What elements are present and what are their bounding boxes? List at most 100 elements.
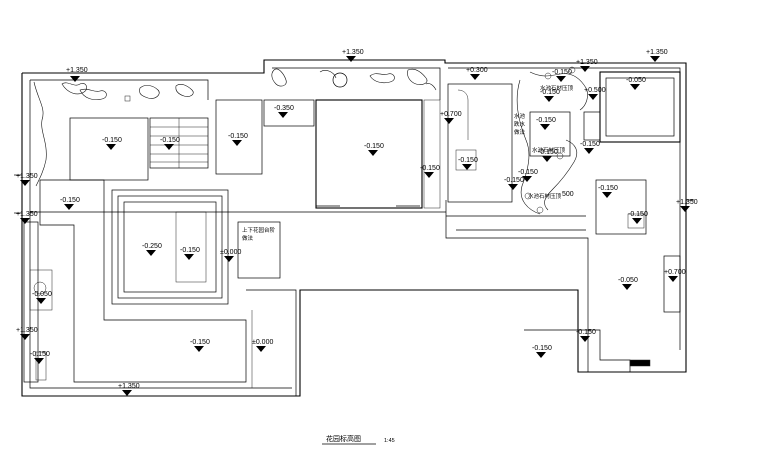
level-triangle-9 bbox=[368, 150, 378, 156]
level-label: +1.350 bbox=[646, 49, 668, 56]
level-triangle-15 bbox=[424, 172, 434, 178]
level-triangle-14 bbox=[584, 148, 594, 154]
level-triangle-39 bbox=[544, 96, 554, 102]
level-label: +0.300 bbox=[466, 67, 488, 74]
level-triangle-20 bbox=[146, 250, 156, 256]
level-triangle-36 bbox=[122, 390, 132, 396]
rock-2 bbox=[568, 66, 576, 74]
level-label: -0.150 bbox=[552, 69, 572, 76]
room-upper-centre-left bbox=[215, 99, 263, 175]
level-label: -0.150 bbox=[518, 169, 538, 176]
level-label: -0.250 bbox=[142, 243, 162, 250]
left-niche bbox=[29, 269, 53, 311]
annotations: 上下花园台阶 做法 500 水池 跌水 做法 水池石材压顶 水池石材压顶 水池石… bbox=[242, 84, 574, 242]
level-label: -0.150 bbox=[190, 339, 210, 346]
shrub-8 bbox=[425, 83, 437, 91]
level-triangle-11 bbox=[462, 164, 472, 170]
level-triangle-4 bbox=[470, 74, 480, 80]
level-triangle-3 bbox=[650, 56, 660, 62]
level-triangle-10 bbox=[444, 118, 454, 124]
plant-note-1: 水池 bbox=[514, 112, 526, 120]
level-label: +1.350 bbox=[118, 383, 140, 390]
level-triangle-6 bbox=[106, 144, 116, 150]
level-triangle-7 bbox=[164, 144, 174, 150]
level-label: -0.150 bbox=[102, 137, 122, 144]
inner-wall-line-top-left bbox=[30, 79, 209, 100]
plant-note-4: 水池石材压顶 bbox=[540, 84, 574, 92]
room-lower-right-edge bbox=[445, 200, 589, 372]
main-hall bbox=[315, 99, 423, 209]
level-label: +1.350 bbox=[342, 49, 364, 56]
level-label: +1.350 bbox=[16, 173, 38, 180]
plant-note-6: 水池石材压顶 bbox=[528, 192, 562, 200]
level-label: -0.050 bbox=[32, 291, 52, 298]
level-triangle-33 bbox=[34, 358, 44, 364]
dimension-500: 500 bbox=[562, 191, 574, 198]
level-triangle-25 bbox=[602, 192, 612, 198]
right-narrow-block bbox=[663, 255, 681, 313]
room-left-upper bbox=[69, 117, 149, 181]
level-triangle-21 bbox=[184, 254, 194, 260]
level-triangle-8 bbox=[232, 140, 242, 146]
pool-outer bbox=[111, 189, 229, 305]
left-small-block bbox=[35, 351, 47, 381]
stair-note-line2: 做法 bbox=[242, 234, 254, 242]
stream-curve-left bbox=[516, 79, 541, 215]
level-label: -0.150 bbox=[160, 137, 180, 144]
level-triangle-26 bbox=[668, 276, 678, 282]
hall-side-strip bbox=[423, 99, 441, 209]
level-label: -0.150 bbox=[538, 149, 558, 156]
level-label: +0.500 bbox=[584, 87, 606, 94]
level-label: -0.150 bbox=[540, 89, 560, 96]
drawing-title-block: 花园标高图 1:45 bbox=[322, 434, 395, 445]
level-label: -0.150 bbox=[598, 185, 618, 192]
left-narrow-strip bbox=[23, 221, 39, 383]
stair-note-line1: 上下花园台阶 bbox=[242, 226, 276, 234]
shrub-1 bbox=[61, 82, 87, 95]
level-label: +1.350 bbox=[676, 199, 698, 206]
water-channel bbox=[457, 89, 469, 140]
room-outlines bbox=[23, 71, 681, 396]
pool-middle bbox=[117, 195, 223, 299]
level-label: -0.150 bbox=[60, 197, 80, 204]
rock-5 bbox=[536, 206, 544, 214]
level-label: -0.150 bbox=[576, 329, 596, 336]
level-label: -0.150 bbox=[532, 345, 552, 352]
level-triangle-2 bbox=[346, 56, 356, 62]
level-label: -0.150 bbox=[180, 247, 200, 254]
level-triangle-16 bbox=[20, 180, 30, 186]
lower-right-step bbox=[629, 359, 651, 367]
planting-band-top-left bbox=[33, 81, 194, 187]
level-labels: +1.350 +1.350 +1.350 +0.300 -0.350 -0.15… bbox=[16, 49, 698, 390]
drawing-title: 花园标高图 bbox=[326, 434, 361, 443]
level-triangle-19 bbox=[522, 176, 532, 182]
level-label: -0.050 bbox=[618, 277, 638, 284]
light-fixture bbox=[124, 95, 131, 102]
level-triangle-32 bbox=[536, 352, 546, 358]
room-right-mid bbox=[595, 179, 647, 235]
level-label: +1.350 bbox=[66, 67, 88, 74]
drawing-scale: 1:45 bbox=[384, 438, 395, 444]
outer-boundary bbox=[14, 59, 694, 397]
rock-1 bbox=[544, 72, 552, 80]
level-triangle-41 bbox=[542, 156, 552, 162]
shrub-6 bbox=[369, 73, 395, 84]
rock-4 bbox=[556, 152, 564, 160]
pool-side-block bbox=[583, 111, 601, 141]
level-triangle-5 bbox=[278, 112, 288, 118]
level-triangle-38 bbox=[580, 66, 590, 72]
level-label: -0.050 bbox=[626, 77, 646, 84]
plant-note-3: 做法 bbox=[514, 128, 526, 136]
level-label: +0.700 bbox=[440, 111, 462, 118]
level-triangle-17 bbox=[64, 204, 74, 210]
level-label: ±0.000 bbox=[220, 249, 241, 256]
level-triangle-34 bbox=[20, 334, 30, 340]
level-triangle-12 bbox=[540, 124, 550, 130]
level-label: -0.150 bbox=[504, 177, 524, 184]
inner-wall-line-top-right bbox=[448, 67, 681, 350]
inner-wall-line-top-mid bbox=[272, 67, 441, 100]
room-upper-small bbox=[263, 99, 315, 127]
shrub-3 bbox=[139, 85, 160, 99]
level-triangle-37 bbox=[556, 76, 566, 82]
